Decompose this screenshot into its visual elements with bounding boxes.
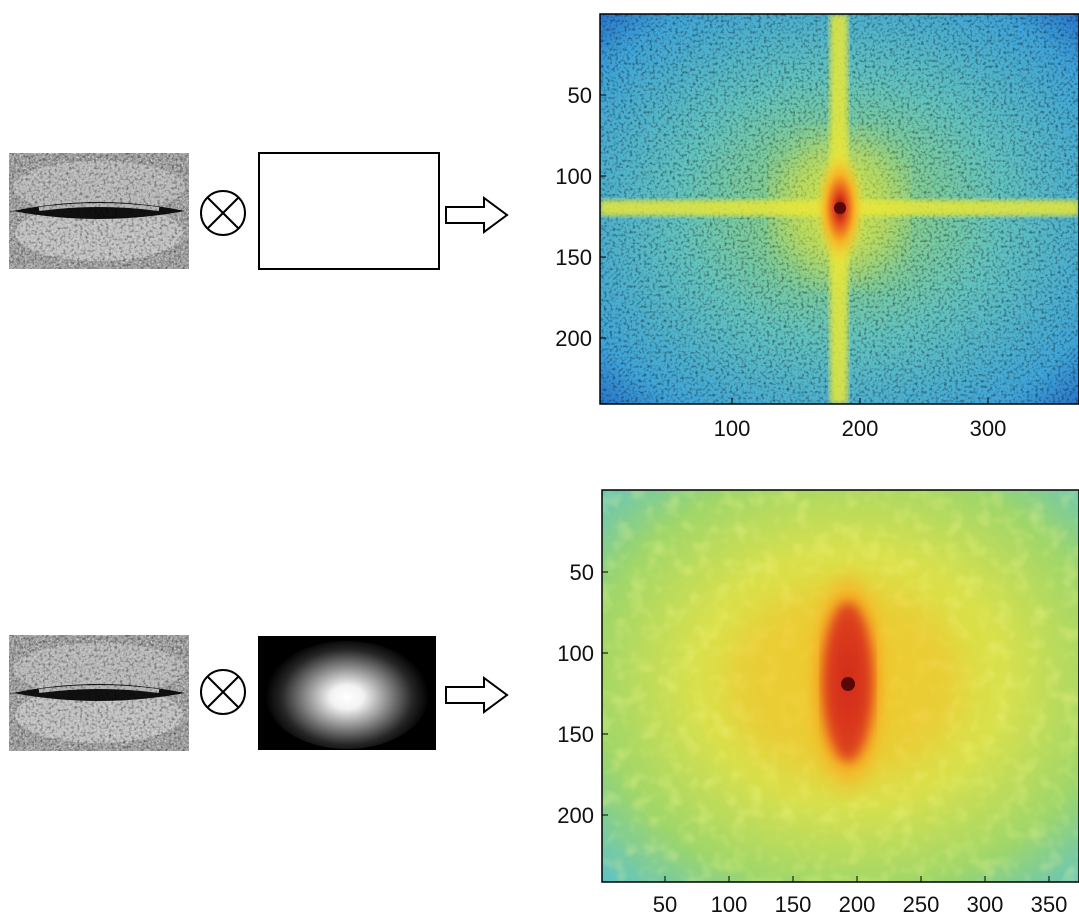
y-tick-label: 200 xyxy=(555,326,592,351)
y-tick-label: 50 xyxy=(568,83,592,108)
x-tick-label: 200 xyxy=(839,892,876,916)
y-tick-label: 200 xyxy=(557,803,594,828)
y-tick-label: 50 xyxy=(570,560,594,585)
lips-image-1 xyxy=(9,153,189,269)
convolution-operator-icon xyxy=(200,190,246,236)
x-tick-label: 50 xyxy=(653,892,677,916)
x-tick-label: 100 xyxy=(714,416,751,441)
rectangular-window xyxy=(258,152,440,270)
x-tick-label: 300 xyxy=(970,416,1007,441)
x-tick-label: 100 xyxy=(711,892,748,916)
x-tick-label: 350 xyxy=(1031,892,1068,916)
row-gaussian-window: 50 100 150 200 250 300 350 50 100 150 20… xyxy=(0,458,1079,917)
convolution-operator-icon xyxy=(200,669,246,715)
x-axis-2: 50 100 150 200 250 300 350 xyxy=(653,876,1068,917)
y-axis-1: 50 100 150 200 xyxy=(555,83,606,351)
row-rect-window: 100 200 300 50 100 150 200 xyxy=(0,0,1079,458)
right-arrow-icon xyxy=(445,196,509,234)
x-tick-label: 150 xyxy=(775,892,812,916)
x-tick-label: 300 xyxy=(967,892,1004,916)
gaussian-window xyxy=(258,636,436,750)
y-tick-label: 150 xyxy=(557,722,594,747)
y-tick-label: 150 xyxy=(555,245,592,270)
heatmap-2: 50 100 150 200 250 300 350 50 100 150 20… xyxy=(557,489,1079,917)
lips-image-2 xyxy=(9,635,189,751)
x-tick-label: 250 xyxy=(903,892,940,916)
heatmap-1: 100 200 300 50 100 150 200 xyxy=(555,13,1079,441)
spectrum-plot-2: 50 100 150 200 250 300 350 50 100 150 20… xyxy=(530,458,1079,917)
right-arrow-icon xyxy=(445,676,509,714)
y-tick-label: 100 xyxy=(557,641,594,666)
y-tick-label: 100 xyxy=(555,164,592,189)
x-axis-1: 100 200 300 xyxy=(714,398,1007,441)
y-axis-2: 50 100 150 200 xyxy=(557,560,608,828)
spectrum-plot-1: 100 200 300 50 100 150 200 xyxy=(530,0,1079,458)
x-tick-label: 200 xyxy=(842,416,879,441)
